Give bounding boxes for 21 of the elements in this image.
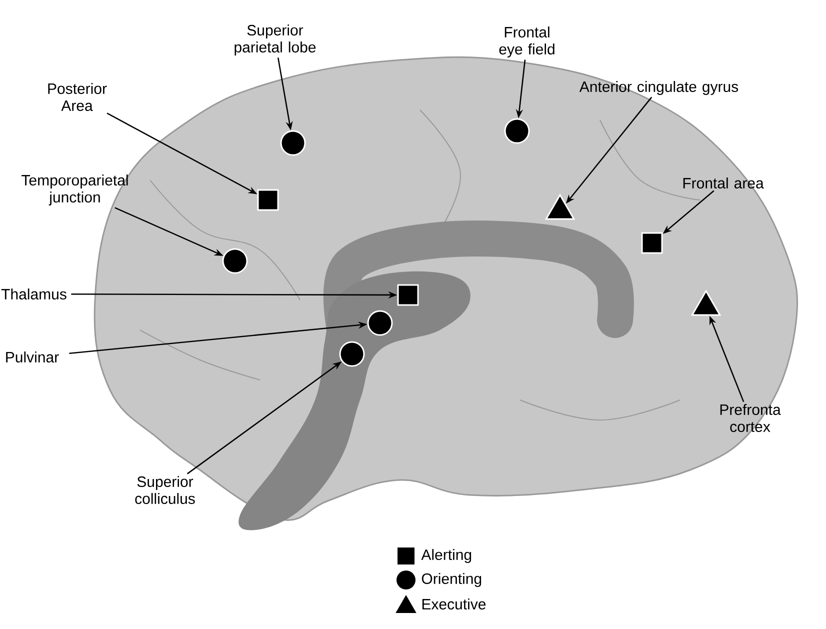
circle-marker <box>367 310 393 336</box>
region-label: Frontal eye field <box>499 26 554 58</box>
legend-label: Alerting <box>421 549 472 563</box>
circle-marker <box>504 118 530 144</box>
region-label: Temporoparietal junction <box>22 174 128 206</box>
square-marker <box>257 189 279 211</box>
region-label: Posterior Area <box>48 83 107 111</box>
region-label: Thalamus <box>1 288 66 300</box>
region-label: Pulvinar <box>6 352 59 362</box>
region-label: Superior parietal lobe <box>234 24 316 56</box>
legend-label: Orienting <box>422 573 482 587</box>
circle-marker <box>339 341 365 367</box>
region-label: Superior colliculus <box>135 476 195 504</box>
circle-marker <box>280 130 306 156</box>
region-label: Frontal area <box>683 178 764 188</box>
circle-marker <box>222 248 248 274</box>
region-label: Anterior cingulate gyrus <box>579 81 738 95</box>
region-label: Prefronta cortex <box>720 404 781 432</box>
square-marker <box>397 284 419 306</box>
square-marker <box>641 232 663 254</box>
legend-label: Executive <box>422 598 486 610</box>
